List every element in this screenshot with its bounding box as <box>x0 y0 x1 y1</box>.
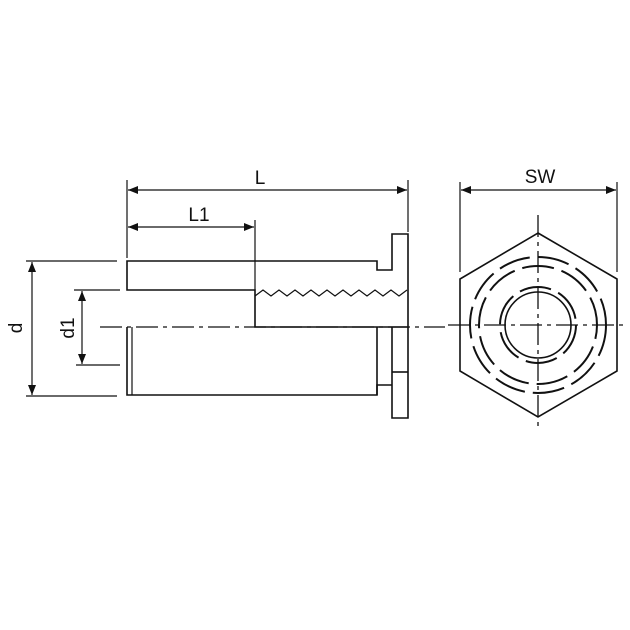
end-view-hex <box>448 215 625 430</box>
label-d1: d1 <box>58 317 79 338</box>
side-view <box>100 233 445 419</box>
label-SW: SW <box>525 167 556 188</box>
thread-teeth <box>254 289 408 297</box>
hatched-wall <box>126 233 409 328</box>
dimensions: L L1 d d1 SW <box>6 167 618 397</box>
label-L: L <box>255 168 266 189</box>
label-d: d <box>6 323 27 334</box>
label-L1: L1 <box>188 205 209 226</box>
body-lower <box>126 327 392 396</box>
